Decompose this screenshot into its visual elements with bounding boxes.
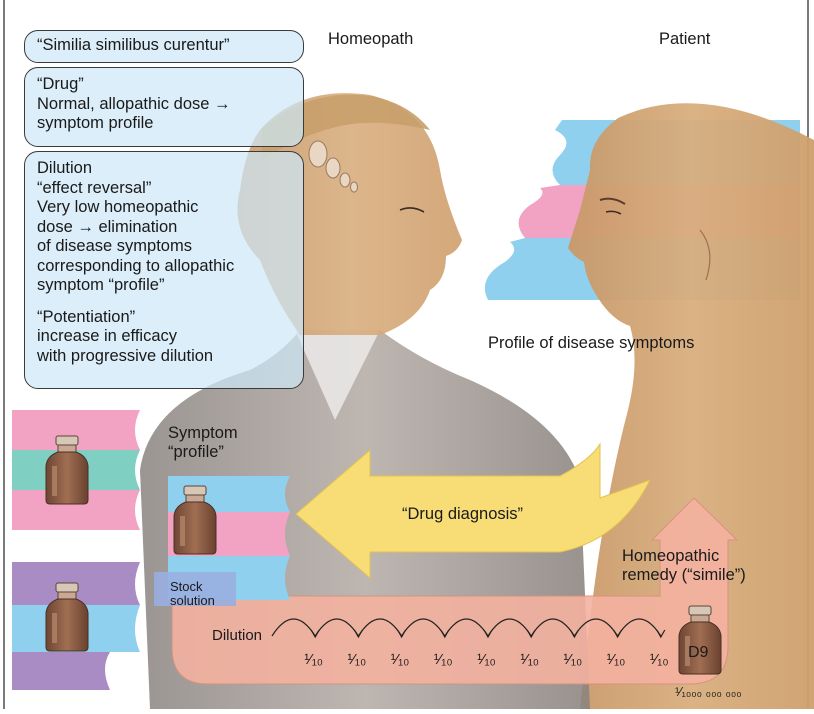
dilution-step-fraction: ¹⁄₁₀ xyxy=(477,650,496,669)
drug-diagnosis-label: “Drug diagnosis” xyxy=(402,505,523,524)
final-ratio-label: ¹⁄₁₀₀₀ ₀₀₀ ₀₀₀ xyxy=(675,682,742,701)
homeopath-header: Homeopath xyxy=(328,30,413,49)
dilution-line: “Potentiation” xyxy=(37,308,291,328)
dilution-step-fraction: ¹⁄₁₀ xyxy=(391,650,410,669)
dilution-step-fraction: ¹⁄₁₀ xyxy=(563,650,582,669)
d9-label: D9 xyxy=(688,643,708,662)
dilution-step-fraction: ¹⁄₁₀ xyxy=(304,650,323,669)
drug-line: “Drug” xyxy=(37,75,291,95)
dilution-step-fraction: ¹⁄₁₀ xyxy=(650,650,669,669)
dilution-line: Very low homeopathic xyxy=(37,198,291,218)
dilution-label: Dilution xyxy=(212,626,262,645)
symptom-profile-line: “profile” xyxy=(168,443,238,462)
drug-line: symptom profile xyxy=(37,114,291,134)
remedy-line: Homeopathic xyxy=(622,547,746,566)
remedy-label: Homeopathic remedy (“simile”) xyxy=(622,547,746,585)
dilution-step-fraction: ¹⁄₁₀ xyxy=(347,650,366,669)
drug-box: “Drug” Normal, allopathic dose → symptom… xyxy=(24,67,304,147)
dilution-step-fraction: ¹⁄₁₀ xyxy=(434,650,453,669)
dilution-line xyxy=(37,296,291,308)
stock-solution-line: solution xyxy=(170,594,215,608)
dilution-line: of disease symptoms xyxy=(37,237,291,257)
stock-solution-label: Stock solution xyxy=(170,580,215,608)
dilution-line: corresponding to allopathic xyxy=(37,257,291,277)
disease-profile-label: Profile of disease symptoms xyxy=(488,334,694,353)
simile-box: “Similia similibus curentur” xyxy=(24,30,304,63)
simile-text: “Similia similibus curentur” xyxy=(37,36,230,54)
dilution-line: with progressive dilution xyxy=(37,347,291,367)
symptom-profile-line: Symptom xyxy=(168,424,238,443)
dilution-box: Dilution “effect reversal” Very low home… xyxy=(24,151,304,389)
drug-line: Normal, allopathic dose → xyxy=(37,95,291,115)
dilution-step-fraction: ¹⁄₁₀ xyxy=(607,650,626,669)
dilution-line: symptom “profile” xyxy=(37,276,291,296)
dilution-line: “effect reversal” xyxy=(37,179,291,199)
stock-solution-line: Stock xyxy=(170,580,215,594)
patient-header: Patient xyxy=(659,30,710,49)
dilution-line: increase in efficacy xyxy=(37,327,291,347)
dilution-line: Dilution xyxy=(37,159,291,179)
dilution-line: dose → elimination xyxy=(37,218,291,238)
dilution-step-fraction: ¹⁄₁₀ xyxy=(520,650,539,669)
remedy-line: remedy (“simile”) xyxy=(622,566,746,585)
symptom-profile-label: Symptom “profile” xyxy=(168,424,238,462)
